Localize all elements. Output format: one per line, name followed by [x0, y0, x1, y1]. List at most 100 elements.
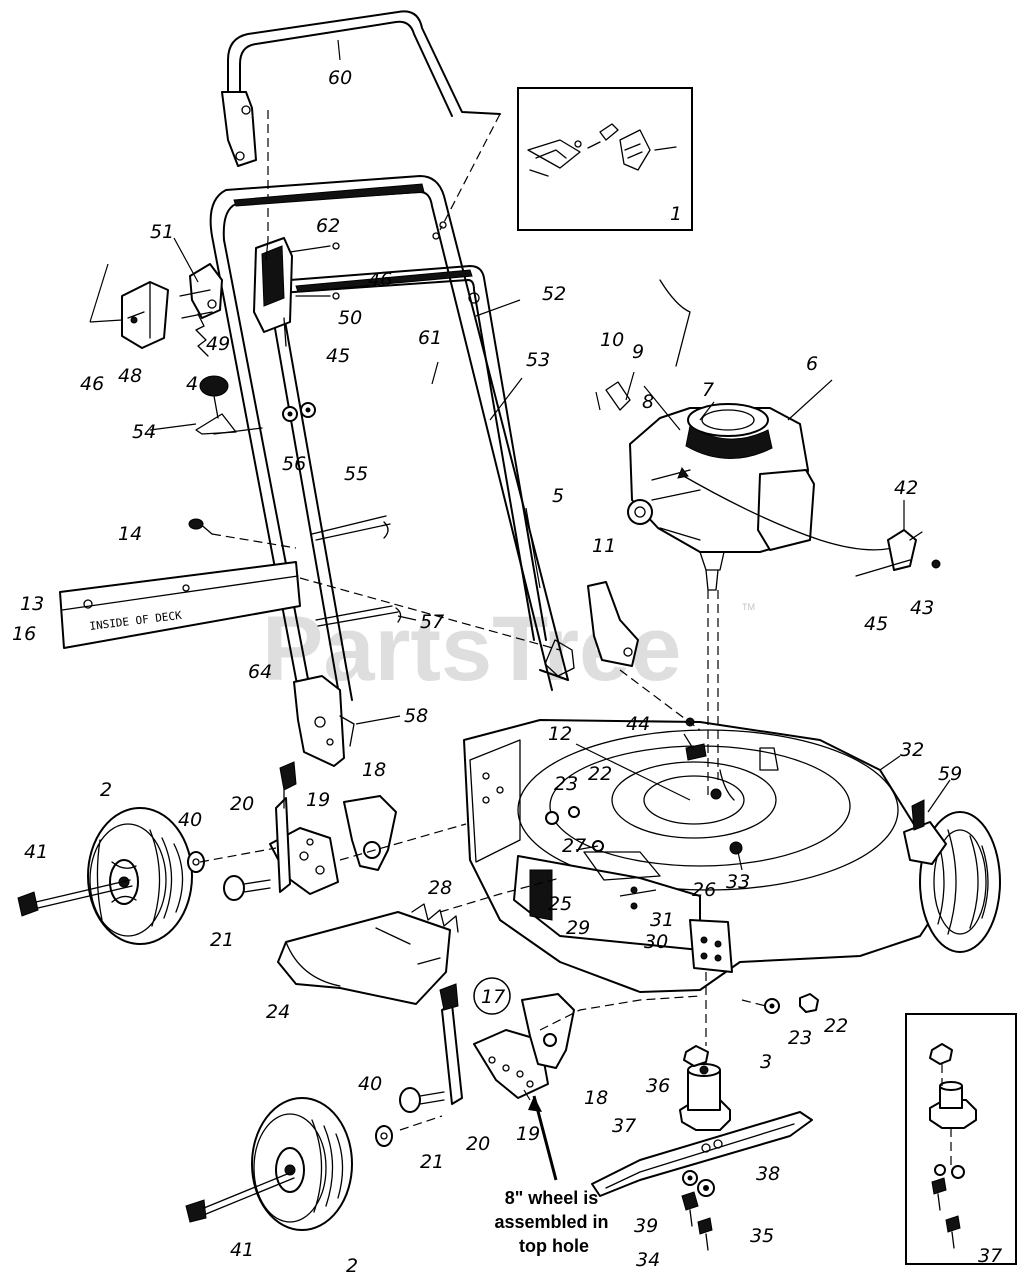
callout-42: 42 [894, 477, 918, 499]
blade-3 [591, 1111, 813, 1197]
callout-59: 59 [938, 763, 962, 785]
callout-52: 52 [542, 283, 566, 305]
callout-3: 3 [760, 1051, 772, 1073]
callout-33: 33 [726, 871, 750, 893]
callout-14: 14 [118, 523, 142, 545]
note-line-1: 8" wheel is [505, 1188, 599, 1208]
callout-20a: 20 [230, 793, 254, 815]
callout-40a: 40 [178, 809, 202, 831]
callout-18b: 18 [584, 1087, 608, 1109]
callout-24: 24 [266, 1001, 290, 1023]
deck-liner-13: INSIDE OF DECK [59, 518, 561, 651]
callout-45b: 45 [864, 613, 888, 635]
lever-51 [179, 263, 223, 319]
watermark-trademark: TM [742, 602, 755, 612]
callout-55: 55 [344, 463, 368, 485]
callout-8: 8 [642, 391, 654, 413]
pivot-bracket-18-upper [343, 795, 397, 871]
bracket-11 [587, 581, 639, 667]
washer-40-upper [187, 851, 205, 873]
callout-57: 57 [420, 611, 444, 633]
callout-2a: 2 [100, 779, 112, 801]
height-lever-20-lower [439, 983, 463, 1105]
callout-39: 39 [634, 1215, 658, 1237]
bracket-48 [89, 281, 169, 349]
callout-27: 27 [562, 835, 586, 857]
callout-41a: 41 [24, 841, 48, 863]
inset-part-37 [905, 1013, 1017, 1265]
callout-5: 5 [552, 485, 564, 507]
callout-37a: 37 [612, 1115, 636, 1137]
blade-hardware-34-39 [681, 1170, 715, 1251]
callout-37b: 37 [978, 1245, 1002, 1267]
callout-20b: 20 [466, 1133, 490, 1155]
pivot-bracket-18-lower [521, 993, 575, 1069]
spring-49 [195, 313, 209, 357]
callout-36: 36 [646, 1075, 670, 1097]
callout-21b: 21 [420, 1151, 444, 1173]
blade-adapter-37 [679, 1063, 731, 1131]
callout-26: 26 [692, 879, 716, 901]
callout-19a: 19 [306, 789, 330, 811]
inset-part-1 [517, 87, 693, 231]
callout-44: 44 [626, 713, 650, 735]
callout-13: 13 [20, 593, 44, 615]
washer-40-lower [375, 1125, 393, 1147]
callout-23a: 23 [554, 773, 578, 795]
wheel-2-upper [87, 807, 193, 945]
callout-34: 34 [636, 1249, 660, 1271]
knob-4 [199, 375, 229, 419]
callout-62: 62 [316, 215, 340, 237]
rear-flap-24 [277, 911, 451, 1005]
rear-wheel-right [903, 799, 1001, 953]
callout-31: 31 [650, 909, 674, 931]
wheel-bracket-19-lower [473, 1029, 549, 1099]
callout-4: 4 [186, 373, 198, 395]
engine-6 [605, 279, 901, 591]
callout-40b: 40 [358, 1073, 382, 1095]
note-arrowhead [528, 1096, 542, 1112]
callout-28: 28 [428, 877, 452, 899]
callout-64: 64 [248, 661, 272, 683]
spring-28 [411, 903, 459, 933]
bolt-21-lower [399, 1087, 445, 1113]
upper-handle-60 [221, 10, 501, 240]
callout-18a: 18 [362, 759, 386, 781]
callout-1: 1 [670, 203, 682, 225]
callout-6: 6 [806, 353, 818, 375]
axle-bolt-41-upper [17, 879, 133, 917]
wheel-note: 8" wheel is assembled in top hole [494, 1188, 613, 1256]
callout-12: 12 [548, 723, 572, 745]
callout-22b: 22 [824, 1015, 848, 1037]
callout-58: 58 [404, 705, 428, 727]
callout-60: 60 [328, 67, 352, 89]
bracket-64 [293, 675, 355, 767]
callout-41b: 41 [230, 1239, 254, 1261]
wheel-2-lower [251, 1097, 353, 1231]
callout-19b: 19 [516, 1123, 540, 1145]
height-lever-20-upper [275, 761, 297, 893]
throttle-control-42 [855, 529, 941, 577]
hardware-22-23-lower [764, 993, 819, 1014]
callout-45a: 45 [326, 345, 350, 367]
callout-21a: 21 [210, 929, 234, 951]
callout-48: 48 [118, 365, 142, 387]
cable-clips-57 [311, 515, 402, 627]
callout-46a: 46 [368, 269, 392, 291]
note-line-3: top hole [519, 1236, 589, 1256]
callout-29: 29 [566, 917, 590, 939]
callout-43: 43 [910, 597, 934, 619]
callout-35: 35 [750, 1225, 774, 1247]
callout-22a: 22 [588, 763, 612, 785]
callout-56: 56 [282, 453, 306, 475]
note-line-2: assembled in [494, 1212, 608, 1232]
deck-32 [463, 717, 945, 993]
callout-7: 7 [702, 379, 714, 401]
callout-50: 50 [338, 307, 362, 329]
callout-46b: 46 [80, 373, 104, 395]
callout-30: 30 [644, 931, 668, 953]
callout-61: 61 [418, 327, 442, 349]
switch-62 [253, 237, 340, 347]
axle-bolt-41-lower [185, 1171, 295, 1223]
